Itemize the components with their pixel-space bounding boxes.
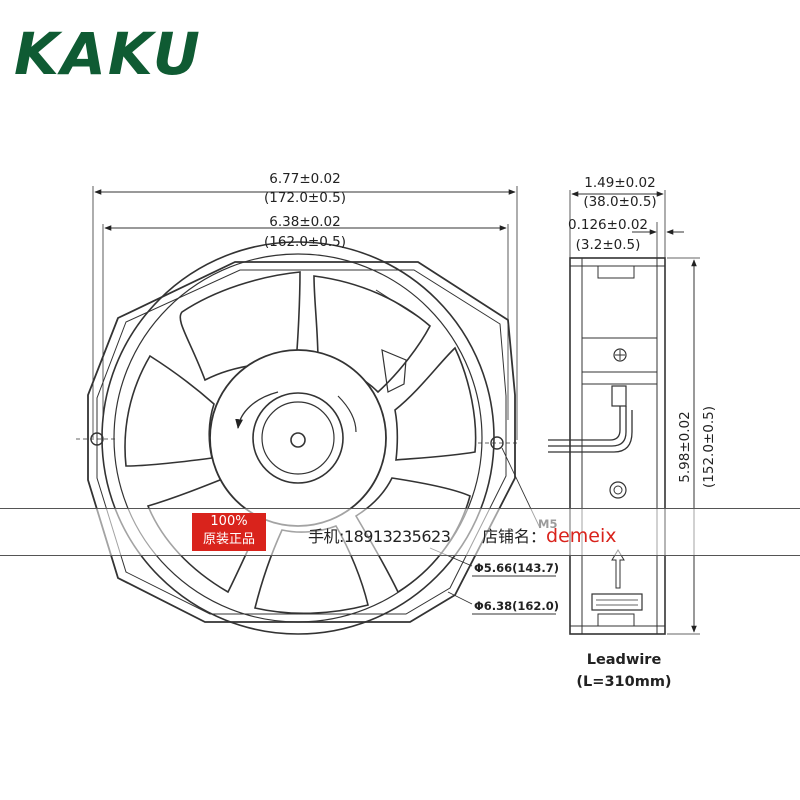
depth-mm-label: (38.0±0.5)	[583, 194, 656, 210]
hub-inner	[261, 401, 335, 475]
rotation-arc-right	[337, 395, 357, 433]
depth-inch-label: 1.49±0.02	[584, 175, 655, 191]
height-inch-label: 5.98±0.02	[677, 411, 693, 482]
diameter-inner-label: Φ5.66(143.7)	[474, 561, 559, 575]
leadwire-title: Leadwire	[587, 652, 662, 668]
flange-mm-label: (3.2±0.5)	[576, 237, 641, 253]
outer-width-mm-label: (172.0±0.5)	[264, 190, 346, 206]
side-bottom-tab	[597, 613, 635, 627]
badge-text: 原装正品	[202, 532, 255, 547]
blade	[124, 354, 215, 467]
shop-name: demeix	[546, 525, 617, 547]
leadwire-length: (L=310mm)	[576, 674, 671, 690]
lead-wire	[548, 410, 633, 453]
inner-width-mm-label: (162.0±0.5)	[264, 234, 346, 250]
hub-middle	[252, 392, 344, 484]
flange-inch-label: 0.126±0.02	[568, 217, 648, 233]
side-label-plate	[591, 593, 643, 611]
side-boss	[609, 481, 627, 499]
lead-exit	[381, 349, 407, 393]
diameter-outer-leader	[447, 591, 473, 605]
shop-label: 店铺名：	[482, 527, 547, 546]
height-mm-label: (152.0±0.5)	[701, 406, 717, 488]
hub-shaft	[290, 432, 306, 448]
side-screw	[613, 348, 627, 362]
lead-wire	[548, 406, 621, 441]
side-top-tab	[597, 265, 635, 279]
authentic-badge: 100% 原装正品	[192, 513, 266, 551]
side-boss-inner	[613, 485, 623, 495]
badge-percent: 100%	[210, 514, 248, 529]
blade	[394, 346, 477, 461]
shroud-ring-inner	[113, 253, 483, 623]
side-view	[548, 190, 700, 635]
fan-frame-outline	[87, 261, 516, 623]
lead-connector	[611, 385, 627, 407]
lead-exit-line	[375, 289, 421, 319]
rotation-arrow	[235, 391, 279, 429]
outer-width-inch-label: 6.77±0.02	[269, 171, 340, 187]
watermark-band	[0, 508, 800, 556]
hub-outer	[209, 349, 387, 527]
inner-width-inch-label: 6.38±0.02	[269, 214, 340, 230]
diameter-outer-label: Φ6.38(162.0)	[474, 599, 559, 613]
shop-info: 店铺名：demeix	[482, 523, 617, 547]
kaku-logo: KAKU	[14, 20, 202, 88]
fan-frame-inner-outline	[96, 269, 507, 615]
phone-number: 手机:18913235623	[308, 527, 451, 546]
lead-wire	[548, 406, 627, 447]
